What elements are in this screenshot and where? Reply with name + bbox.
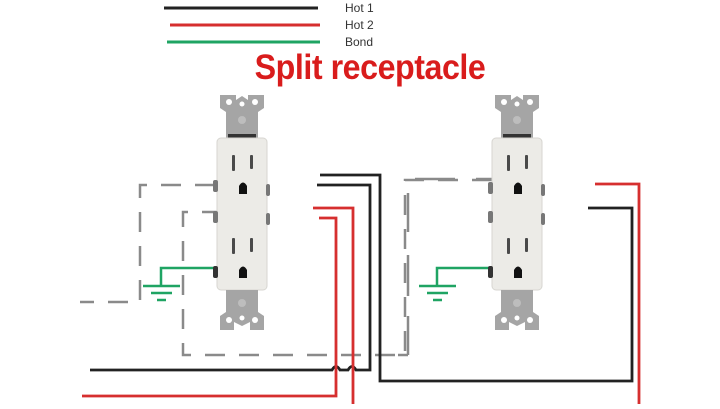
- top-mounting-bracket: [495, 95, 539, 138]
- hot1-wires: [90, 173, 634, 383]
- right-receptacle: [488, 95, 545, 330]
- bond-wires: [143, 266, 495, 302]
- left-receptacle: [213, 95, 270, 330]
- right-neutral-dashes: [398, 177, 498, 357]
- bottom-mounting-bracket: [495, 290, 539, 330]
- neutral-dashed-wires: [80, 178, 492, 357]
- terminal-screws: [213, 180, 270, 278]
- terminal-screws: [488, 182, 545, 278]
- diagram-title: Split receptacle: [254, 48, 486, 87]
- top-mounting-bracket: [220, 95, 264, 138]
- legend-label-hot1: Hot 1: [345, 1, 374, 15]
- legend-lines: [164, 6, 320, 44]
- hot2-wires: [82, 182, 641, 404]
- outlet-slots: [507, 155, 528, 278]
- legend-label-bond: Bond: [345, 35, 374, 49]
- outlet-slots: [232, 155, 253, 278]
- bottom-mounting-bracket: [220, 290, 264, 330]
- legend-label-hot2: Hot 2: [345, 18, 374, 32]
